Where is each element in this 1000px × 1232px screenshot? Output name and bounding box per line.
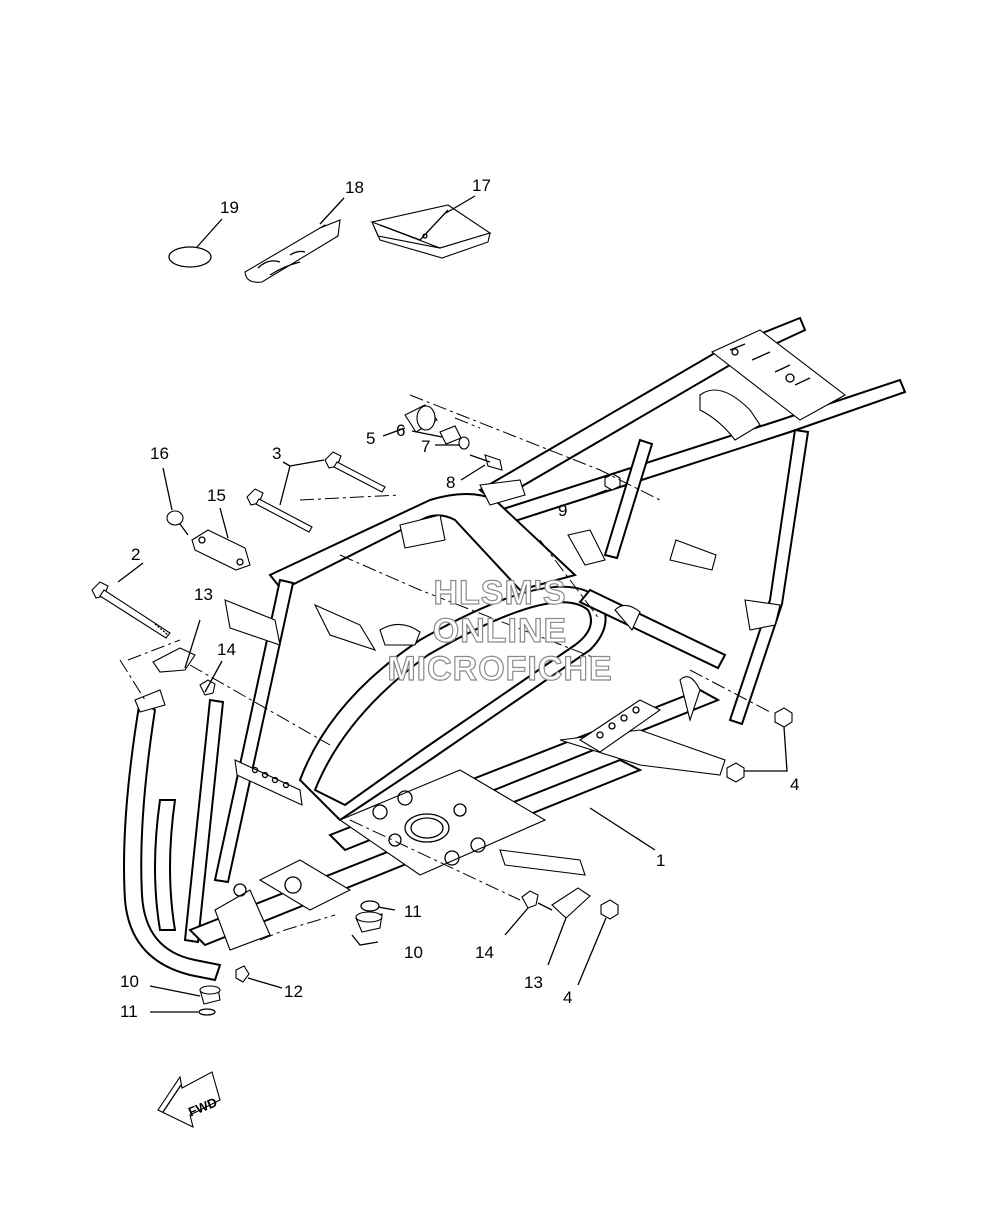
part-4-nuts-right (726, 707, 793, 783)
callout-6: 6 (396, 421, 405, 440)
callout-14b: 14 (475, 943, 494, 962)
callout-labels: 1 2 3 4 4 5 6 7 8 9 10 10 11 11 12 13 13… (120, 176, 799, 1021)
callout-9: 9 (558, 501, 567, 520)
callout-4b: 4 (563, 988, 572, 1007)
callout-7: 7 (421, 437, 430, 456)
watermark-line-1: HLSM'S (433, 574, 566, 612)
part-17-pouch (370, 195, 492, 259)
callout-5: 5 (366, 429, 375, 448)
callout-2: 2 (131, 545, 140, 564)
part-14-bolt-left (199, 660, 223, 696)
part-18-grease-tube (244, 197, 345, 283)
callout-12: 12 (284, 982, 303, 1001)
callout-8: 8 (446, 473, 455, 492)
fwd-arrow-icon: FWD (157, 1071, 221, 1129)
callout-10b: 10 (404, 943, 423, 962)
callout-19: 19 (220, 198, 239, 217)
callout-10a: 10 (120, 972, 139, 991)
part-5-8-bushing-set (382, 404, 503, 481)
callout-13b: 13 (524, 973, 543, 992)
callout-1: 1 (656, 851, 665, 870)
alignment-lines (119, 394, 771, 941)
part-9-nut (574, 473, 621, 503)
callout-18: 18 (345, 178, 364, 197)
watermark-line-3: MICROFICHE (387, 650, 612, 688)
parts-bottom-left (149, 965, 283, 1016)
parts-bottom-center (351, 900, 396, 946)
part-19-oring (168, 218, 223, 268)
watermark: HLSM'S ONLINE MICROFICHE (387, 573, 613, 688)
callout-11b: 11 (404, 902, 422, 921)
callout-11a: 11 (120, 1002, 138, 1021)
part-13-bracket-left (152, 619, 201, 673)
callout-17: 17 (472, 176, 491, 195)
callout-15: 15 (207, 486, 226, 505)
part-16-bolt (162, 467, 189, 536)
callout-4a: 4 (790, 775, 799, 794)
callout-14a: 14 (217, 640, 236, 659)
frame-assembly (123, 316, 907, 982)
parts-bottom-right (504, 887, 619, 986)
part-2-bolt (91, 562, 171, 639)
part-15-bracket (191, 507, 251, 571)
callout-3: 3 (272, 444, 281, 463)
callout-16: 16 (150, 444, 169, 463)
callout-13a: 13 (194, 585, 213, 604)
watermark-line-2: ONLINE (433, 612, 567, 650)
part-3-bolts (246, 451, 386, 533)
part-1-leader (589, 807, 656, 851)
